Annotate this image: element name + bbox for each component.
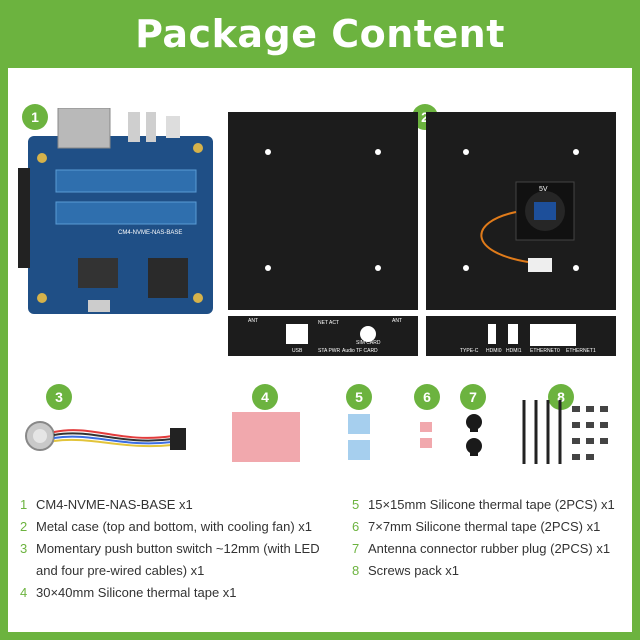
list-item-text: 30×40mm Silicone thermal tape x1	[36, 585, 237, 600]
item-badge: 7	[460, 384, 486, 410]
list-item: 3 Momentary push button switch ~12mm (wi…	[20, 538, 340, 582]
io-label: TYPE-C	[460, 348, 479, 354]
list-item-text: Metal case (top and bottom, with cooling…	[36, 519, 313, 534]
list-item-text: 7×7mm Silicone thermal tape (2PCS) x1	[368, 519, 601, 534]
list-item-number: 5	[352, 497, 360, 512]
list-item-text: Screws pack x1	[368, 563, 460, 578]
list-item-number: 4	[20, 585, 28, 600]
io-label: Audio	[342, 348, 355, 354]
item-badge: 5	[346, 384, 372, 410]
list-item: 2 Metal case (top and bottom, with cooli…	[20, 516, 340, 538]
item-badge: 1	[22, 104, 48, 130]
io-label: ETHERNET1	[566, 348, 596, 354]
item-badge: 6	[414, 384, 440, 410]
rubber-plug-image	[466, 414, 482, 456]
list-item-text: Momentary push button switch ~12mm (with…	[36, 541, 320, 578]
list-item-number: 6	[352, 519, 360, 534]
board-label: CM4-NVME-NAS-BASE	[118, 230, 182, 236]
list-item: 8 Screws pack x1	[352, 560, 632, 582]
io-label: NET ACT	[318, 320, 339, 326]
thermal-pad-7x7-image	[420, 438, 432, 448]
list-item: 1 CM4-NVME-NAS-BASE x1	[20, 494, 340, 516]
package-list-left: 1 CM4-NVME-NAS-BASE x1 2 Metal case (top…	[20, 494, 340, 604]
io-label: HDMI1	[506, 348, 522, 354]
io-label: ETHERNET0	[530, 348, 560, 354]
list-item-text: Antenna connector rubber plug (2PCS) x1	[368, 541, 611, 556]
list-item-number: 3	[20, 541, 28, 556]
push-button-image	[25, 421, 186, 451]
metal-case-image: 5V ANT USB NET ACT STA PWR Audio SIM CAR…	[228, 112, 616, 356]
io-label: USB	[292, 348, 303, 354]
nas-base-board-image: CM4-NVME-NAS-BASE	[18, 108, 213, 314]
fan-label: 5V	[539, 186, 548, 193]
io-label: TF CARD	[356, 348, 378, 354]
list-item: 5 15×15mm Silicone thermal tape (2PCS) x…	[352, 494, 632, 516]
list-item-number: 7	[352, 541, 360, 556]
io-label: HDMI0	[486, 348, 502, 354]
page-title: Package Content	[135, 12, 505, 56]
io-label: SIM CARD	[356, 340, 381, 346]
list-item-number: 1	[20, 497, 28, 512]
list-item-number: 8	[352, 563, 360, 578]
package-list-right: 5 15×15mm Silicone thermal tape (2PCS) x…	[352, 494, 632, 582]
list-item: 6 7×7mm Silicone thermal tape (2PCS) x1	[352, 516, 632, 538]
io-label: ANT	[392, 318, 402, 324]
list-item-text: CM4-NVME-NAS-BASE x1	[36, 497, 193, 512]
thermal-pad-15x15-image	[348, 414, 370, 434]
thermal-pad-30x40-image	[232, 412, 300, 462]
list-item-text: 15×15mm Silicone thermal tape (2PCS) x1	[368, 497, 615, 512]
item-badge: 4	[252, 384, 278, 410]
item-badge: 3	[46, 384, 72, 410]
list-item: 4 30×40mm Silicone thermal tape x1	[20, 582, 340, 604]
io-label: ANT	[248, 318, 258, 324]
list-item-number: 2	[20, 519, 28, 534]
screws-pack-image	[522, 400, 608, 464]
thermal-pad-7x7-image	[420, 422, 432, 432]
io-label: STA PWR	[318, 348, 341, 354]
list-item: 7 Antenna connector rubber plug (2PCS) x…	[352, 538, 632, 560]
thermal-pad-15x15-image	[348, 440, 370, 460]
